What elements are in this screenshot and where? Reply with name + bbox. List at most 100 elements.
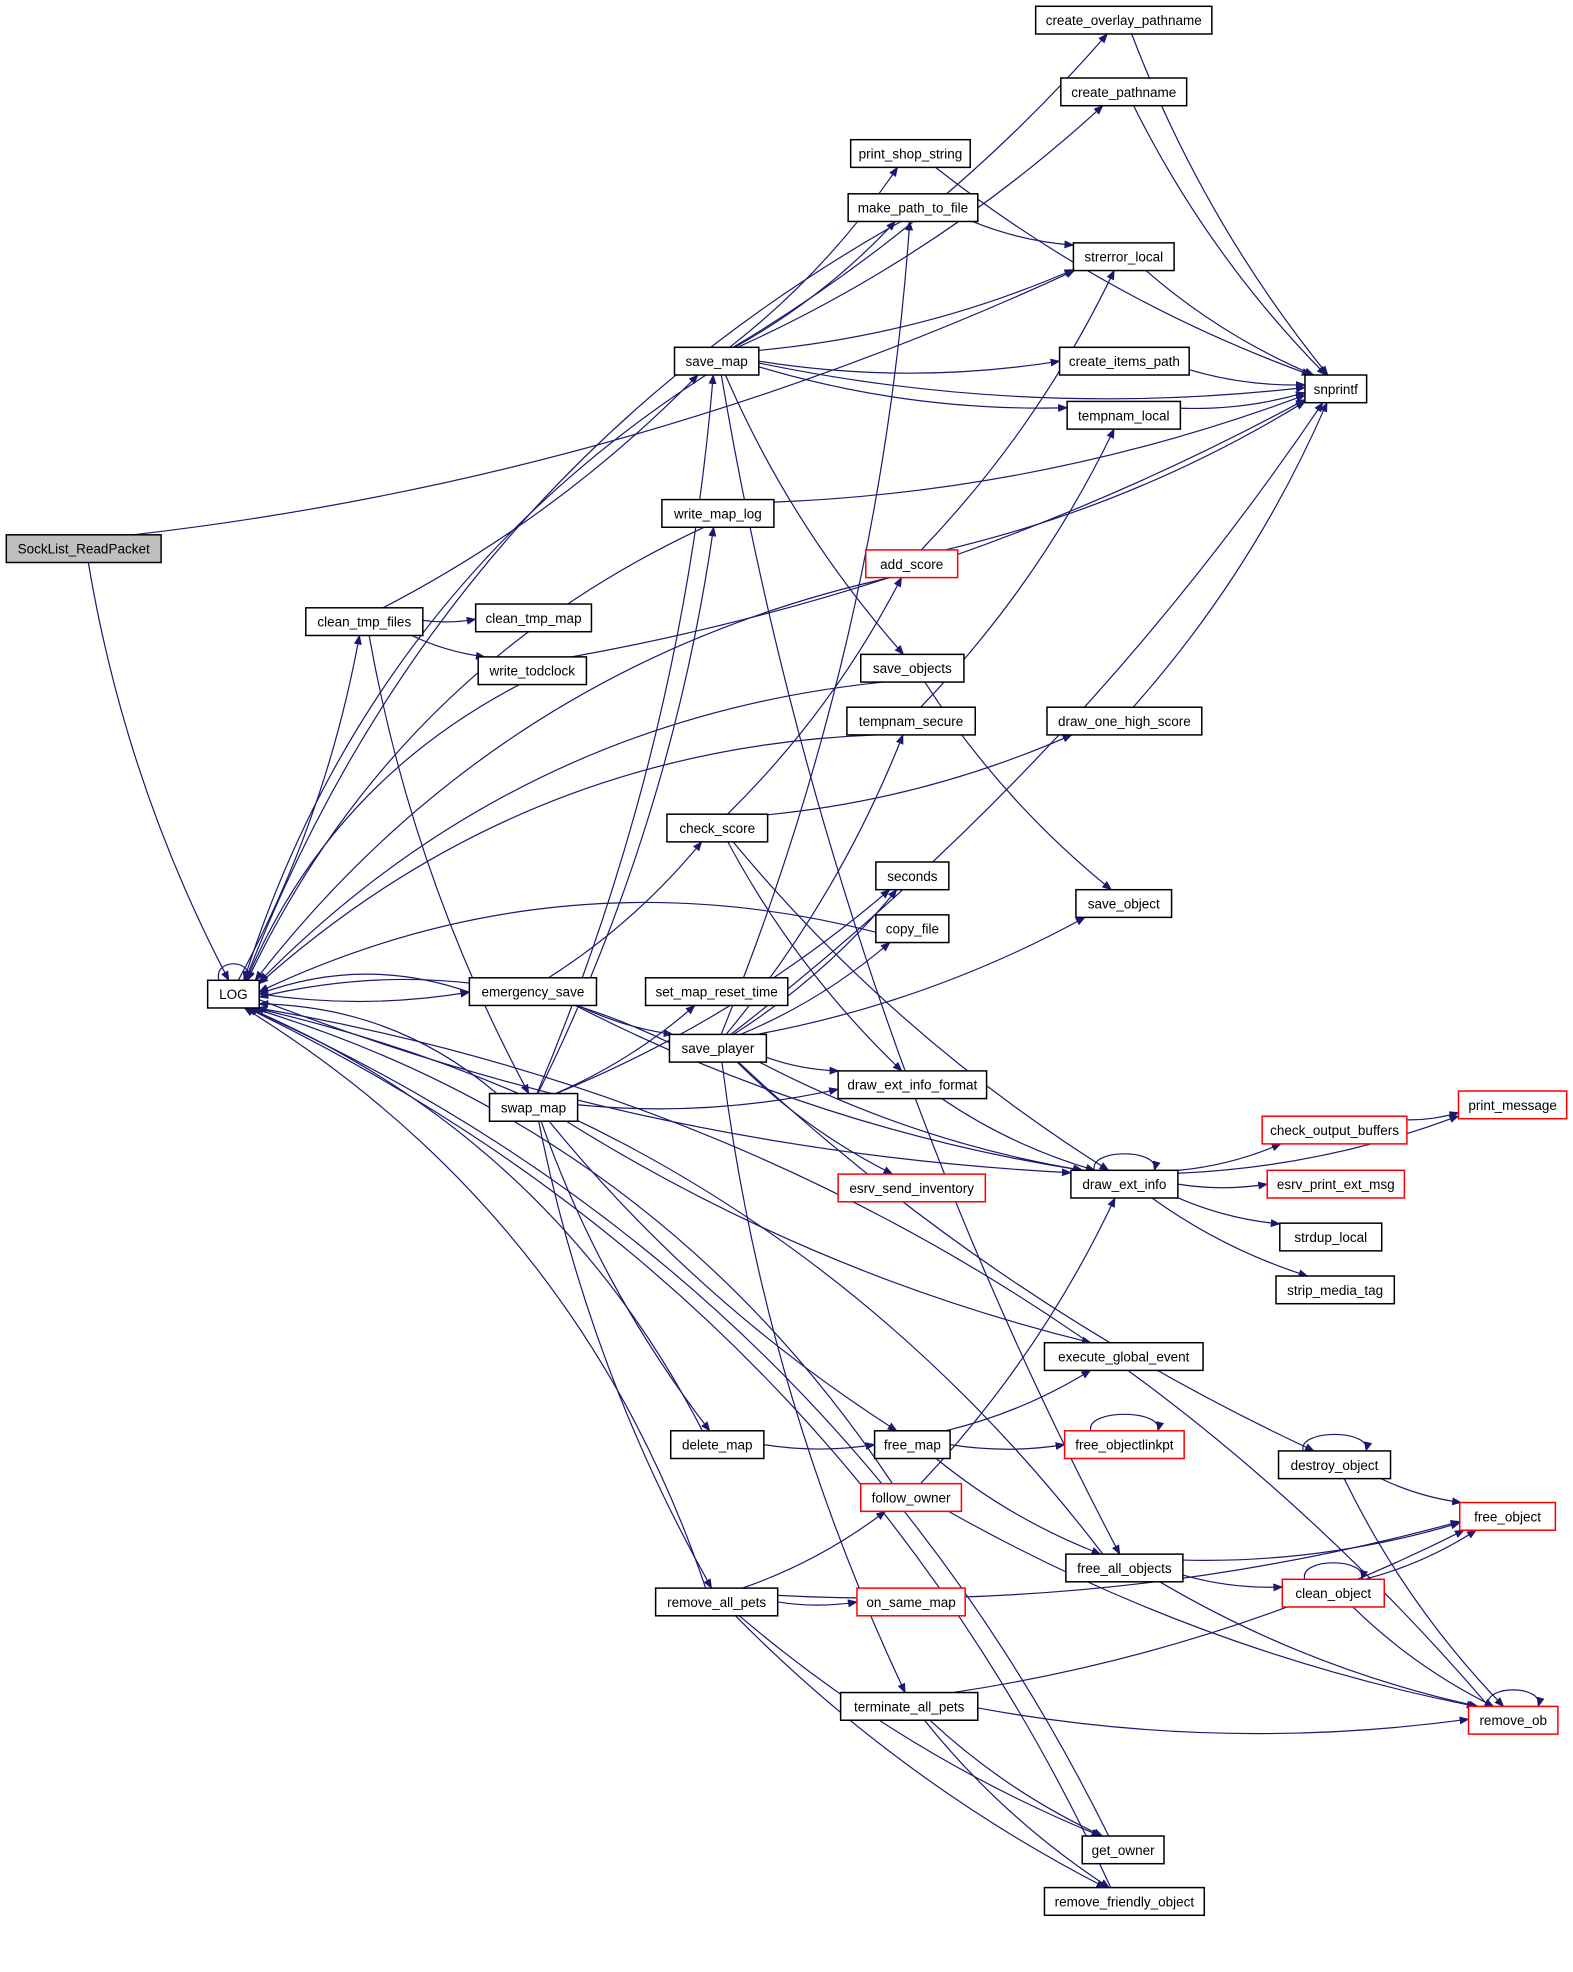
edge-clean_tmp_files-to-clean_tmp_map <box>422 616 477 625</box>
node-write-todclock[interactable]: write_todclock <box>477 656 588 686</box>
edge-check_score-to-draw_one_high <box>767 734 1073 816</box>
node-draw-ext-fmt[interactable]: draw_ext_info_format <box>837 1070 988 1100</box>
edge-free_all_objects-to-remove_ob <box>1159 1581 1479 1709</box>
node-create-pathname[interactable]: create_pathname <box>1060 77 1188 107</box>
node-copy-file[interactable]: copy_file <box>875 914 950 944</box>
edge-copy_file-to-log <box>258 901 876 993</box>
edge-write_todclock-to-snprintf <box>571 399 1306 658</box>
node-tempnam-local[interactable]: tempnam_local <box>1066 400 1182 430</box>
node-add-score[interactable]: add_score <box>865 549 959 579</box>
edge-clean_object-to-remove_ob <box>1352 1606 1495 1707</box>
node-label: create_items_path <box>1069 354 1180 369</box>
node-remove-friendly[interactable]: remove_friendly_object <box>1043 1886 1206 1917</box>
node-emergency-save[interactable]: emergency_save <box>468 977 598 1007</box>
node-create-items[interactable]: create_items_path <box>1058 346 1190 376</box>
edge-follow_owner-to-log <box>251 1006 893 1484</box>
node-esrv-send-inv[interactable]: esrv_send_inventory <box>837 1173 987 1203</box>
node-snprintf[interactable]: snprintf <box>1304 374 1368 404</box>
node-label: draw_one_high_score <box>1058 714 1191 729</box>
node-remove-ob[interactable]: remove_ob <box>1467 1705 1559 1735</box>
node-make-path[interactable]: make_path_to_file <box>847 193 979 223</box>
node-label: on_same_map <box>866 1595 955 1610</box>
edge-clean_tmp_files-to-save_map <box>382 374 699 609</box>
node-draw-one-high[interactable]: draw_one_high_score <box>1046 706 1203 736</box>
node-clean-tmp-map[interactable]: clean_tmp_map <box>474 603 593 633</box>
node-check-score[interactable]: check_score <box>666 813 769 843</box>
edge-get_owner-to-log <box>246 1007 1110 1837</box>
node-execute-global[interactable]: execute_global_event <box>1043 1341 1204 1372</box>
node-box <box>1060 77 1188 107</box>
node-label: delete_map <box>682 1438 753 1453</box>
edge-draw_ext_info-to-strip_media <box>1151 1197 1309 1278</box>
node-on-same-map[interactable]: on_same_map <box>856 1587 966 1617</box>
node-clean-tmp-files[interactable]: clean_tmp_files <box>305 607 424 637</box>
node-save-player[interactable]: save_player <box>668 1033 768 1063</box>
node-free-all-objects[interactable]: free_all_objects <box>1065 1553 1184 1583</box>
node-box <box>1072 242 1175 272</box>
node-delete-map[interactable]: delete_map <box>669 1430 765 1460</box>
edge-print_shop-to-snprintf <box>935 166 1312 376</box>
node-box <box>837 1173 987 1203</box>
node-free-objlink[interactable]: free_objectlinkpt <box>1063 1430 1185 1460</box>
node-box <box>1467 1705 1559 1735</box>
node-box <box>1046 706 1203 736</box>
node-write-map-log[interactable]: write_map_log <box>661 498 775 529</box>
node-strip-media[interactable]: strip_media_tag <box>1275 1275 1396 1305</box>
edge-follow_owner-to-remove_ob <box>948 1510 1477 1709</box>
edge-clean_object-to-clean_object <box>1304 1562 1369 1581</box>
node-terminate-all-pets[interactable]: terminate_all_pets <box>839 1691 979 1721</box>
node-print-message[interactable]: print_message <box>1457 1090 1568 1120</box>
node-box <box>668 1033 768 1063</box>
node-tempnam-secure[interactable]: tempnam_secure <box>846 706 977 736</box>
node-save-objects[interactable]: save_objects <box>859 653 965 683</box>
node-seconds[interactable]: seconds <box>875 861 950 891</box>
node-box <box>1066 400 1182 430</box>
edge-save_map-to-snprintf <box>758 362 1306 400</box>
node-save-object[interactable]: save_object <box>1075 888 1173 919</box>
node-label: SockList_ReadPacket <box>18 542 150 557</box>
edge-save_map-to-free_all_objects <box>720 374 1121 1556</box>
node-check-output[interactable]: check_output_buffers <box>1261 1115 1408 1145</box>
node-strerror[interactable]: strerror_local <box>1072 242 1175 272</box>
node-create-overlay[interactable]: create_overlay_pathname <box>1034 5 1213 35</box>
node-esrv-print-ext[interactable]: esrv_print_ext_msg <box>1266 1169 1406 1199</box>
edge-log-to-draw_ext_info <box>259 999 1072 1177</box>
node-print-shop[interactable]: print_shop_string <box>849 138 971 169</box>
edge-create_pathname-to-snprintf <box>1133 105 1327 376</box>
edge-swap_map-to-draw_ext_fmt <box>577 1087 840 1110</box>
node-label: tempnam_secure <box>859 714 963 729</box>
node-box <box>839 1691 979 1721</box>
edge-save_map-to-log <box>242 374 707 982</box>
node-box <box>1304 374 1368 404</box>
node-box <box>875 861 950 891</box>
edge-delete_map-to-free_map <box>763 1442 876 1451</box>
node-save-map[interactable]: save_map <box>673 346 760 376</box>
edge-log-to-emergency_save <box>259 989 471 1003</box>
edge-write_map_log-to-snprintf <box>773 394 1306 503</box>
node-free-object[interactable]: free_object <box>1458 1501 1557 1531</box>
node-box <box>468 977 598 1007</box>
node-strdup-local[interactable]: strdup_local <box>1279 1222 1383 1252</box>
edge-remove_all_pets-to-follow_owner <box>742 1510 887 1589</box>
node-box <box>859 653 965 683</box>
node-label: terminate_all_pets <box>854 1699 965 1714</box>
node-get-owner[interactable]: get_owner <box>1081 1835 1165 1865</box>
node-remove-all-pets[interactable]: remove_all_pets <box>654 1587 779 1617</box>
node-set-map-reset[interactable]: set_map_reset_time <box>644 977 789 1007</box>
node-clean-object[interactable]: clean_object <box>1281 1578 1385 1608</box>
edge-write_todclock-to-log <box>245 684 520 982</box>
node-label: add_score <box>880 557 943 572</box>
edge-destroy_object-to-free_object <box>1380 1478 1463 1506</box>
edge-emergency_save-to-log <box>258 973 470 995</box>
node-box <box>849 138 971 169</box>
node-swap-map[interactable]: swap_map <box>488 1092 579 1122</box>
node-destroy-object[interactable]: destroy_object <box>1277 1450 1392 1480</box>
node-follow-owner[interactable]: follow_owner <box>859 1482 963 1513</box>
node-log[interactable]: LOG <box>206 979 260 1009</box>
edge-swap_map-to-execute_global <box>566 1120 1092 1345</box>
edge-save_player-to-save_object <box>756 916 1086 1035</box>
edge-swap_map-to-write_map_log <box>537 526 717 1094</box>
node-free-map[interactable]: free_map <box>873 1430 951 1460</box>
node-draw-ext-info[interactable]: draw_ext_info <box>1070 1169 1179 1199</box>
node-box <box>859 1482 963 1513</box>
